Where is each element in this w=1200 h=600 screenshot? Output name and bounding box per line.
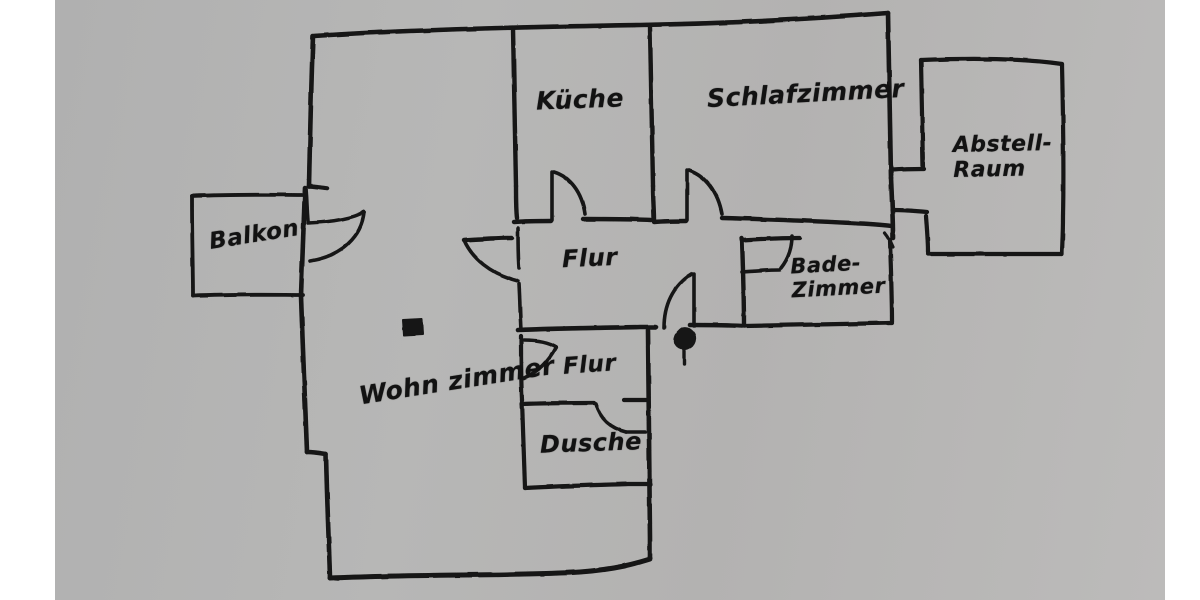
- wall-abstellraum-connector: [889, 166, 930, 215]
- wall-tick-badezimmer: [883, 231, 895, 249]
- abstellraum-line-2: Raum: [952, 156, 1026, 183]
- wall-flur-right: [739, 235, 747, 329]
- furniture-mark-icon: [402, 318, 424, 336]
- door-swing-flur-small: [522, 338, 558, 380]
- abstellraum-line-1: Abstell-: [952, 130, 1053, 159]
- wall-dusche-bottom: [522, 481, 653, 491]
- wall-badezimmer-top: [739, 235, 803, 243]
- wall-kueche-left: [510, 25, 520, 221]
- wall-left-upper: [306, 33, 316, 189]
- wall-schlafzimmer-bottom: [651, 215, 895, 229]
- wall-kueche-right: [647, 24, 657, 223]
- wall-kueche-bottom: [511, 216, 654, 225]
- door-swing-badezimmer: [740, 234, 794, 274]
- door-swing-flur-center: [662, 272, 696, 330]
- paper-sheet: [55, 0, 1165, 600]
- wall-left-lower: [298, 293, 333, 581]
- door-swing-wohnzimmer-flur: [462, 226, 523, 332]
- door-swing-balkon: [304, 186, 366, 263]
- wall-right-lower: [645, 327, 653, 562]
- room-label-badezimmer: Bade-Zimmer: [790, 251, 886, 303]
- wall-top-main: [311, 10, 891, 39]
- room-outline-balkon: [190, 192, 307, 298]
- room-label-abstellraum: Abstell-Raum: [952, 130, 1053, 183]
- room-label-dusche: Dusche: [539, 427, 643, 459]
- plant-mark-icon: [673, 327, 697, 366]
- room-label-flur-small: Flur: [562, 350, 618, 380]
- wall-flur-top: [461, 235, 515, 243]
- room-label-kueche: Küche: [535, 83, 625, 116]
- badezimmer-line-2: Zimmer: [791, 273, 886, 302]
- wall-flur-bottom: [515, 322, 745, 333]
- wall-flursmall-left: [518, 333, 528, 491]
- room-outline-abstellraum: [918, 56, 1066, 257]
- wall-bottom-main: [327, 556, 653, 581]
- door-swing-schlafzimmer: [685, 168, 724, 222]
- wall-balcony-notch: [298, 183, 330, 299]
- wall-schlafzimmer-right: [885, 10, 896, 241]
- wall-dusche-top: [519, 397, 649, 407]
- wall-badezimmer-right: [741, 237, 895, 329]
- door-swing-kueche: [550, 170, 587, 222]
- room-label-flur-main: Flur: [561, 242, 619, 274]
- door-swing-dusche: [594, 402, 647, 434]
